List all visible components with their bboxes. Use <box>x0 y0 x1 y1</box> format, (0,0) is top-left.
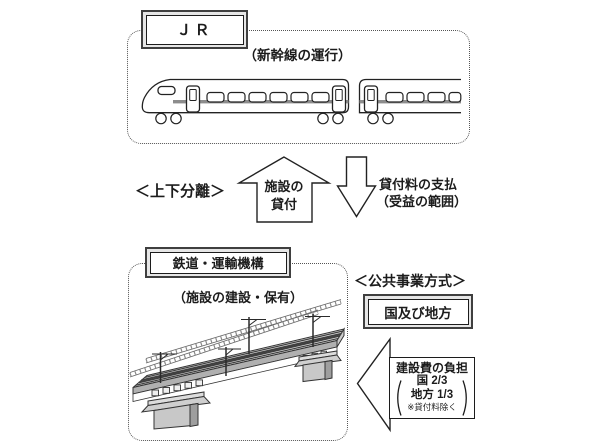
left-parenthesis-icon <box>397 380 402 416</box>
facility-lease-line2: 貸付 <box>270 196 297 212</box>
facility-lease-line1: 施設の <box>264 179 304 194</box>
jrtt-box-label: 鉄道・運輸機構 <box>149 251 287 274</box>
construction-cost-title: 建設費の負担 <box>395 361 468 375</box>
jr-box-label: ＪＲ <box>145 14 244 45</box>
shinkansen-train-icon <box>141 78 462 125</box>
national-share: 国 2/3 <box>416 375 448 387</box>
public-works-scheme-label: ＜公共事業方式＞ <box>354 273 466 289</box>
jrtt-box: 鉄道・運輸機構 <box>145 247 291 278</box>
lease-payment-line1: 貸付料の支払 <box>379 177 458 192</box>
cost-arrow-shape <box>356 336 391 433</box>
facility-lease-label: 施設の 貸付 <box>250 178 318 213</box>
down-arrow-shape <box>336 156 377 218</box>
local-share: 地方 1/3 <box>410 388 454 401</box>
vertical-separation-label: ＜上下分離＞ <box>135 183 226 200</box>
jr-box: ＪＲ <box>141 10 248 49</box>
jr-operation-container <box>127 30 470 144</box>
national-local-box: 国及び地方 <box>363 294 473 329</box>
lease-payment-label: 貸付料の支払 （受益の範囲） <box>376 176 468 210</box>
up-arrow-shape <box>236 156 332 223</box>
shinkansen-operation-label: （新幹線の運行） <box>243 48 352 63</box>
right-parenthesis-icon <box>462 380 467 416</box>
facility-ownership-label: （施設の建設・保有） <box>172 290 303 305</box>
national-local-box-label: 国及び地方 <box>367 298 469 325</box>
lease-payment-line2: （受益の範囲） <box>376 194 468 209</box>
railway-viaduct-icon <box>129 299 346 430</box>
construction-cost-box: 建設費の負担 国 2/3 地方 1/3 ※貸付料除く <box>389 357 475 419</box>
lease-fee-note: ※貸付料除く <box>407 402 457 412</box>
